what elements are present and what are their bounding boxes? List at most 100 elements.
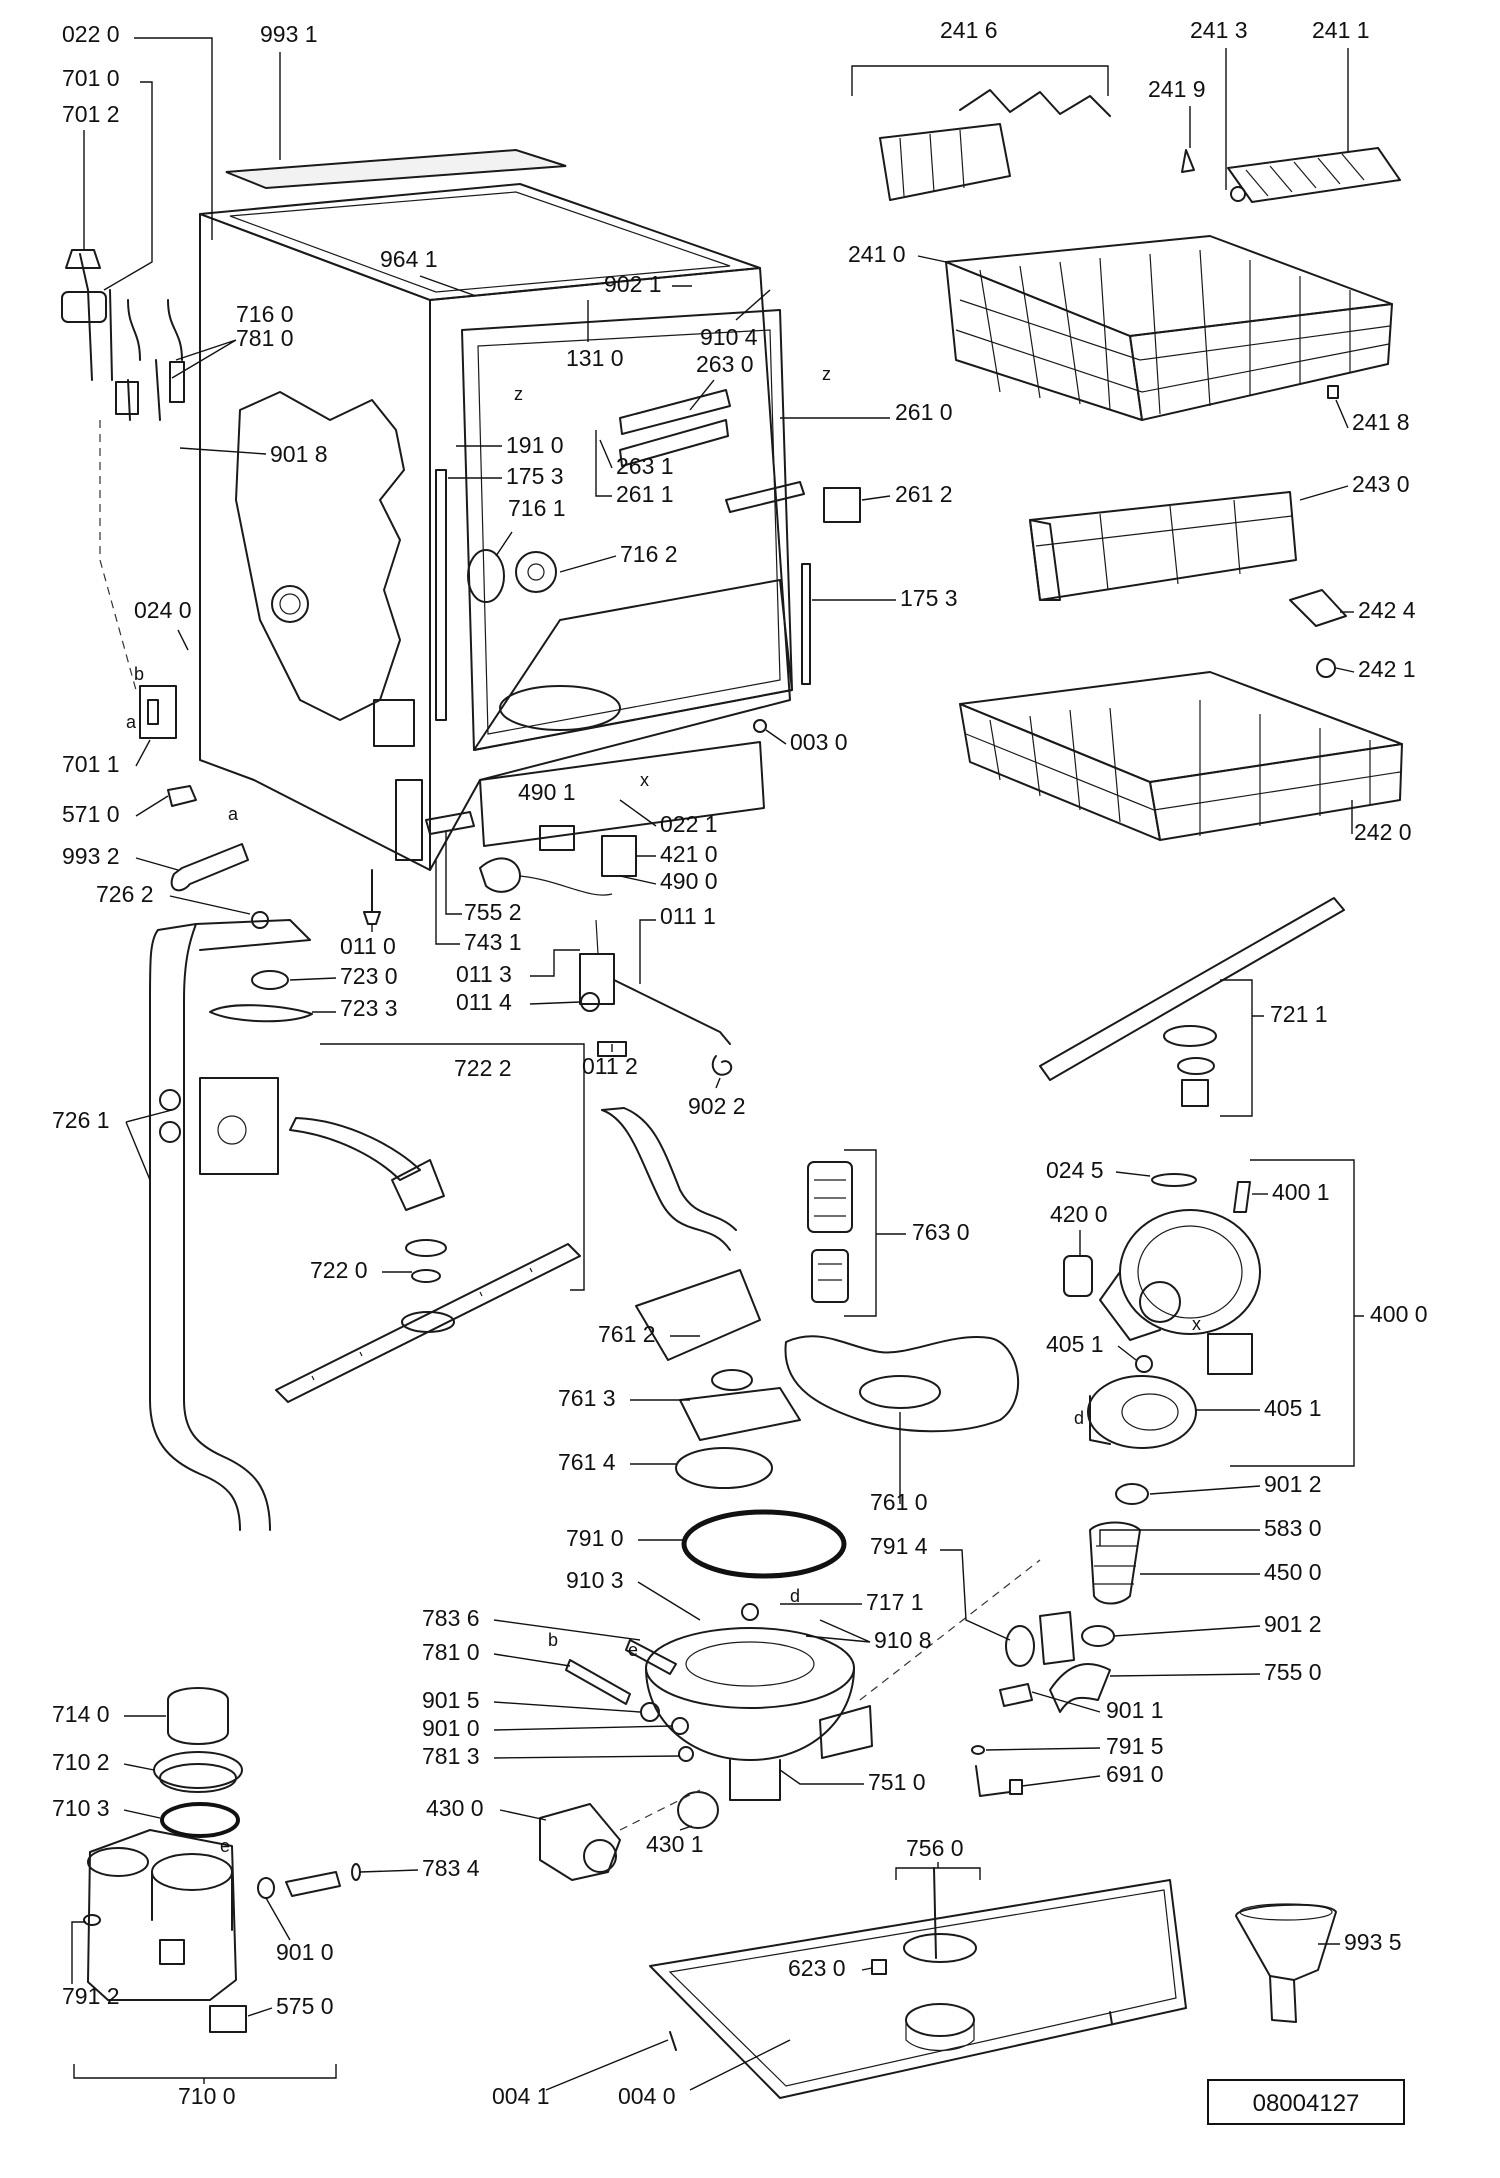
part-label-l0040: 004 0 [618,2083,676,2109]
part-label-l7813: 781 3 [422,1743,480,1769]
part-label-l9931: 993 1 [260,21,318,47]
part-label-l4000: 400 0 [1370,1301,1428,1327]
feed-pipe [601,1107,737,1251]
base-plate [649,1867,1187,2099]
part-label-l7610: 761 0 [870,1489,928,1515]
part-label-l2631: 263 1 [616,453,674,479]
part-label-l2630: 263 0 [696,351,754,377]
part-label-l9012b: 901 2 [1264,1611,1322,1637]
part-label-l9021: 902 1 [604,271,662,297]
lower-basket [959,671,1403,841]
doc-number-box: 08004127 [1207,2079,1405,2125]
salt-funnel [1235,1903,1337,2023]
part-label-l2612: 261 2 [895,481,953,507]
part-label-l4500: 450 0 [1264,1559,1322,1585]
part-label-l4001: 400 1 [1272,1179,1330,1205]
connection-letter-lt2: a [126,712,137,732]
cutlery-basket [1029,491,1297,601]
leader-lines [71,37,1364,2091]
part-label-l4901: 490 1 [518,779,576,805]
filter-assembly [807,1161,853,1303]
connection-letter-lt5: z [514,384,523,404]
part-label-l0114: 011 4 [456,989,512,1015]
part-label-l0220: 022 0 [62,21,120,47]
part-label-l7230: 723 0 [340,963,398,989]
part-label-l0113: 011 3 [456,961,512,987]
part-label-l2420: 242 0 [1354,819,1412,845]
part-label-l7810b: 781 0 [422,1639,480,1665]
heater-wiring [363,811,733,1076]
part-label-l0111: 011 1 [660,903,716,929]
part-label-l7810t: 781 0 [236,325,294,351]
part-label-l9015: 901 5 [422,1687,480,1713]
part-label-l7160: 716 0 [236,301,294,327]
part-label-l9932: 993 2 [62,843,120,869]
connection-letter-lt12: e [220,1836,230,1856]
part-label-l2430: 243 0 [1352,471,1410,497]
part-label-l9103: 910 3 [566,1567,624,1593]
part-label-l7614: 761 4 [558,1449,616,1475]
part-label-l0112: 011 2 [582,1053,638,1079]
part-label-l7552: 755 2 [464,899,522,925]
part-label-l2424: 242 4 [1358,597,1416,623]
doc-number: 08004127 [1253,2090,1360,2117]
part-label-l6230: 623 0 [788,1955,846,1981]
part-label-l4051a: 405 1 [1046,1331,1104,1357]
part-label-l1753a: 175 3 [506,463,564,489]
part-label-l7233: 723 3 [340,995,398,1021]
part-label-l0245: 024 5 [1046,1157,1104,1183]
part-label-l9018t: 901 8 [270,441,328,467]
part-label-l9011: 901 1 [1106,1697,1164,1723]
part-label-l2419: 241 9 [1148,76,1206,102]
part-label-l7613: 761 3 [558,1385,616,1411]
part-label-l7012: 701 2 [62,101,120,127]
part-label-l7550: 755 0 [1264,1659,1322,1685]
part-label-l5710: 571 0 [62,801,120,827]
upper-basket [879,89,1401,421]
part-label-l0030: 003 0 [790,729,848,755]
part-label-l1310: 131 0 [566,345,624,371]
part-label-l4210: 421 0 [660,841,718,867]
lower-spray-assembly [275,1117,581,1403]
lower-basket-clips [1289,589,1347,678]
part-label-l7910: 791 0 [566,1525,624,1551]
part-label-l7836: 783 6 [422,1605,480,1631]
upper-spray-arm [1039,897,1345,1107]
part-label-l7630: 763 0 [912,1219,970,1245]
part-label-l4200: 420 0 [1050,1201,1108,1227]
part-label-l7162: 716 2 [620,541,678,567]
part-label-l9935: 993 5 [1344,1929,1402,1955]
connection-letter-lt9: d [790,1586,800,1606]
circulation-motor [1063,1173,1261,1449]
part-label-l7211: 721 1 [1270,1001,1328,1027]
part-label-l7011: 701 1 [62,751,120,777]
part-label-l7612: 761 2 [598,1321,656,1347]
part-label-l2421: 242 1 [1358,656,1416,682]
part-label-l7171: 717 1 [866,1589,924,1615]
part-label-l7914: 791 4 [870,1533,928,1559]
part-label-l7262: 726 2 [96,881,154,907]
part-label-l7560: 756 0 [906,1835,964,1861]
part-label-l0041: 004 1 [492,2083,550,2109]
part-label-l7220: 722 0 [310,1257,368,1283]
part-label-l9010b: 901 0 [276,1939,334,1965]
part-label-l7912: 791 2 [62,1983,120,2009]
part-label-l2413: 241 3 [1190,17,1248,43]
connection-letter-lt1: b [134,664,144,684]
part-label-l4900: 490 0 [660,868,718,894]
water-softener [83,1687,361,2033]
part-label-l2611: 261 1 [616,481,674,507]
part-label-l7100: 710 0 [178,2083,236,2109]
part-label-l2416: 241 6 [940,17,998,43]
part-label-l0110: 011 0 [340,933,396,959]
part-label-l9641: 964 1 [380,246,438,272]
part-label-l7103: 710 3 [52,1795,110,1821]
sump-components [635,1269,1020,1579]
part-label-l7102: 710 2 [52,1749,110,1775]
part-label-l9012a: 901 2 [1264,1471,1322,1497]
sump-body [565,1603,873,1801]
